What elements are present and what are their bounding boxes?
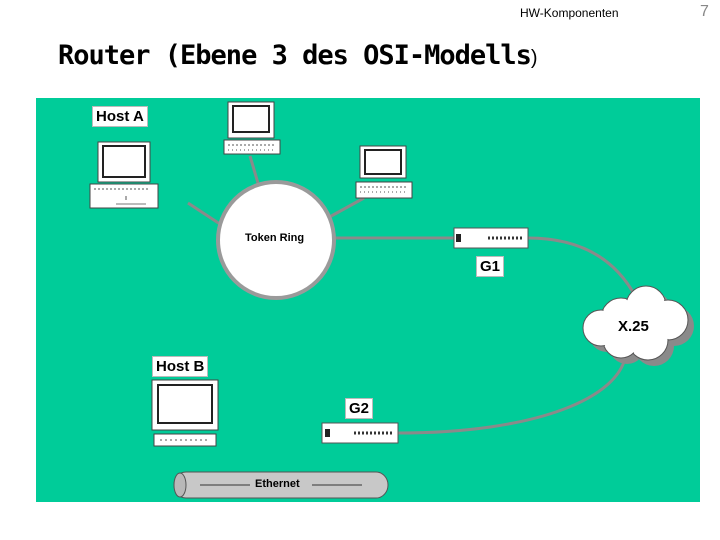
network-diagram: Host A Host B G1 G2 Token Ring X.25 Ethe… xyxy=(36,98,700,502)
ethernet-cable-icon xyxy=(173,471,389,499)
g1-label: G1 xyxy=(476,256,505,277)
page-number: 7 xyxy=(700,3,709,20)
g1-router-icon xyxy=(453,227,529,249)
link-g1-x25 xyxy=(527,236,643,309)
g2-router-icon xyxy=(321,422,399,444)
host-a-computer-icon xyxy=(89,141,159,209)
workstation-right-icon xyxy=(355,145,413,199)
host-a-label: Host A xyxy=(92,106,148,127)
workstation-top-icon xyxy=(223,101,281,155)
slide-title-main: Router (Ebene 3 des OSI-Modells xyxy=(58,40,532,71)
connection-lines xyxy=(187,155,643,435)
slide-title-paren: ) xyxy=(530,47,538,69)
chapter-title: HW-Komponenten xyxy=(520,6,619,20)
g2-label: G2 xyxy=(345,398,374,419)
link-x25-g2 xyxy=(397,352,628,435)
token-ring-circle xyxy=(216,180,336,300)
x25-cloud-icon xyxy=(582,285,694,366)
host-b-label: Host B xyxy=(152,356,209,377)
host-b-computer-icon xyxy=(151,379,219,447)
ethernet-label: Ethernet xyxy=(255,478,300,490)
x25-label: X.25 xyxy=(618,318,649,335)
slide-title: Router (Ebene 3 des OSI-Modells) xyxy=(58,40,538,71)
network-diagram-graphics xyxy=(89,101,694,499)
token-ring-label: Token Ring xyxy=(245,232,305,244)
